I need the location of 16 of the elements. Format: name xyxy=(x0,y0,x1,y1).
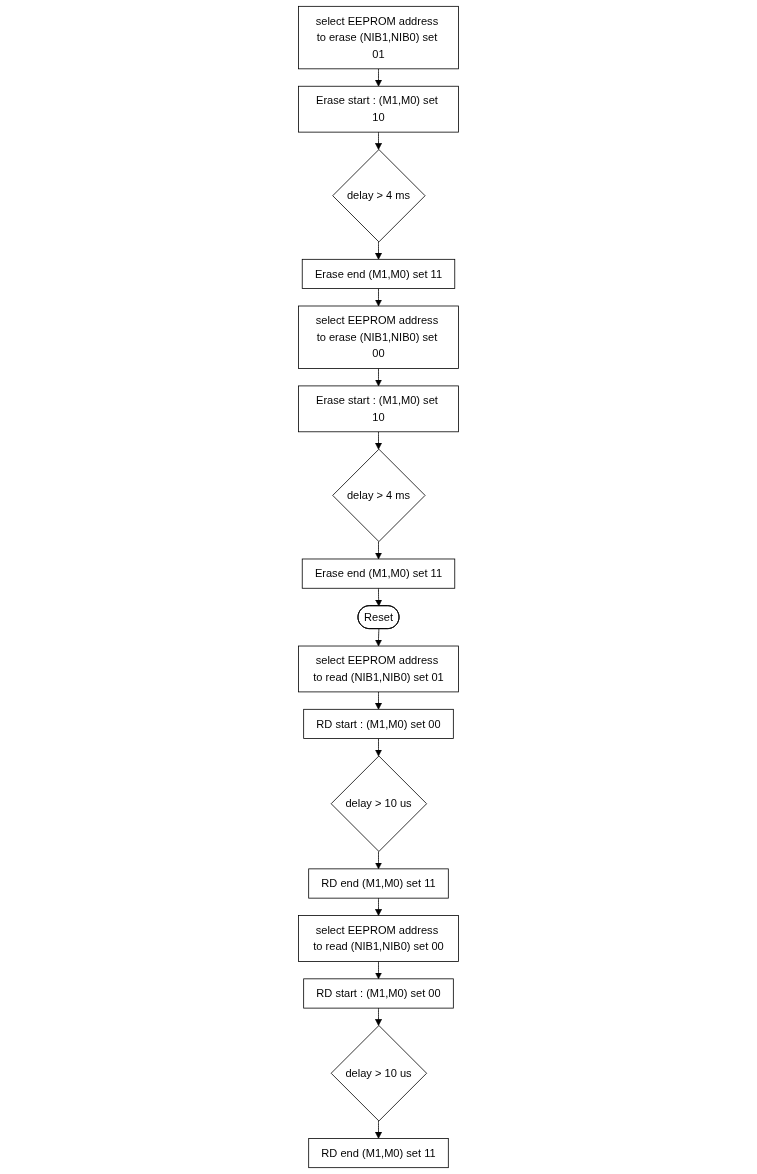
node-diamond: delay > 10 us xyxy=(330,1025,428,1122)
node-box: select EEPROM address to erase (NIB1,NIB0) set 00 xyxy=(298,305,459,369)
node-diamond: delay > 4 ms xyxy=(332,448,426,542)
node-diamond: delay > 10 us xyxy=(330,755,428,852)
node-box: RD start : (M1,M0) set 00 xyxy=(303,978,454,1009)
node-box: Erase start : (M1,M0) set 10 xyxy=(298,385,459,433)
node-box: select EEPROM address to erase (NIB1,NIB0) set 01 xyxy=(298,5,459,70)
node-box: RD end (M1,M0) set 11 xyxy=(308,1138,449,1169)
node-diamond: delay > 4 ms xyxy=(332,149,426,243)
node-box: RD start : (M1,M0) set 00 xyxy=(303,708,454,739)
node-box: Erase end (M1,M0) set 11 xyxy=(301,558,456,589)
node-box: select EEPROM address to read (NIB1,NIB0) set 00 xyxy=(298,915,459,962)
node-box: select EEPROM address to read (NIB1,NIB0) set 01 xyxy=(298,645,459,693)
node-box: Erase start : (M1,M0) set 10 xyxy=(298,85,459,133)
node-box: RD end (M1,M0) set 11 xyxy=(308,868,449,899)
node-box: Erase end (M1,M0) set 11 xyxy=(301,258,456,289)
